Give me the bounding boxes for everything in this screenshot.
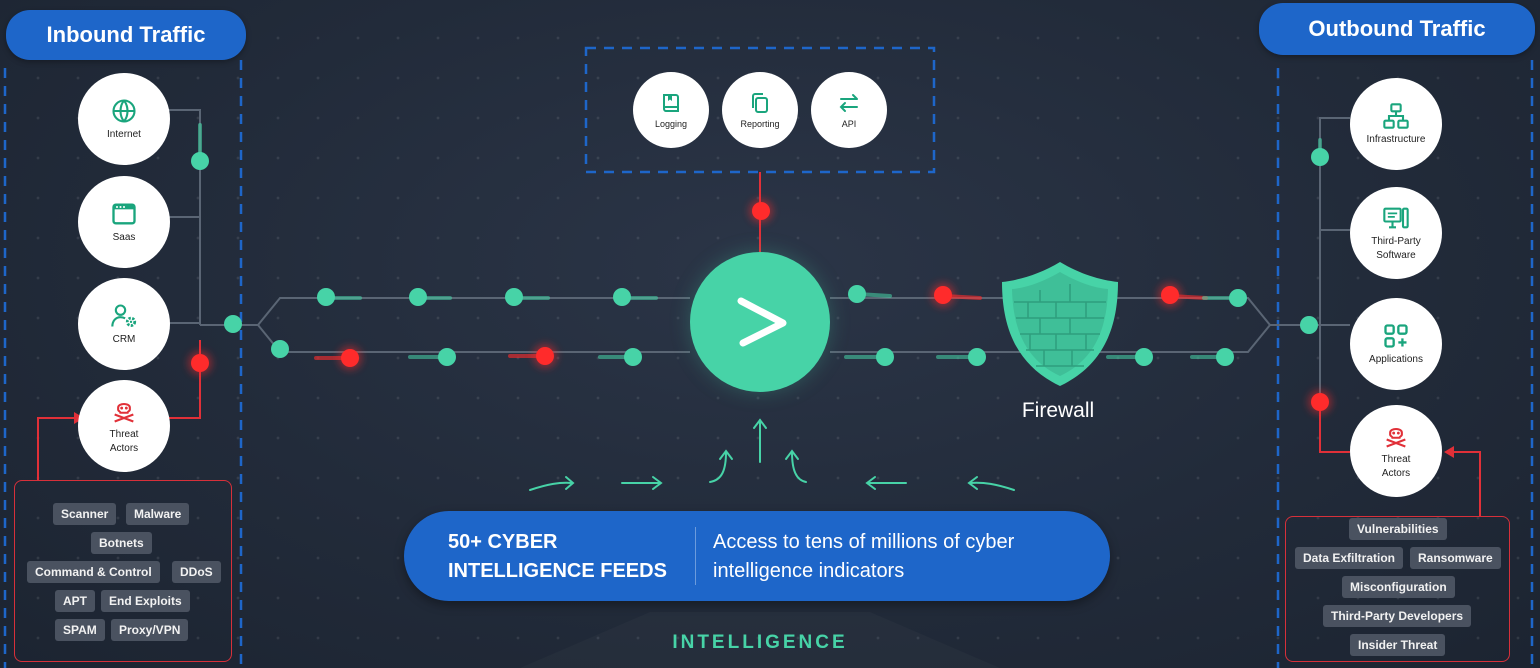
node-label: CRM	[112, 333, 136, 345]
threat-tag: Data Exfiltration	[1295, 547, 1404, 569]
threat-tag: SPAM	[55, 619, 105, 641]
banner-divider	[695, 527, 696, 585]
feeds-count-line: 50+ CYBER	[448, 531, 558, 553]
copy-icon	[752, 92, 768, 113]
node-threat-actors-outbound[interactable]: Threat Actors	[1350, 405, 1442, 497]
inbound-title: Inbound Traffic	[6, 10, 246, 60]
node-label: Applications	[1369, 353, 1423, 365]
browser-window-icon	[112, 203, 136, 224]
tool-label: Reporting	[740, 118, 780, 129]
feeds-count-line: INTELLIGENCE FEEDS	[448, 560, 667, 582]
node-crm[interactable]: CRM	[78, 278, 170, 370]
packet-dot	[224, 315, 242, 333]
tool-label: Logging	[654, 118, 688, 129]
intelligence-feeds-banner: 50+ CYBER INTELLIGENCE FEEDS Access to t…	[404, 511, 1110, 601]
tool-label: API	[841, 118, 857, 129]
tools-frame	[584, 46, 936, 174]
node-label: Actors	[1381, 467, 1411, 479]
threat-tag: DDoS	[172, 561, 221, 583]
packet-dot	[1311, 148, 1329, 166]
swap-arrows-icon	[839, 93, 858, 112]
node-applications[interactable]: Applications	[1350, 298, 1442, 390]
desktop-icon	[1383, 207, 1409, 228]
skull-crossbones-icon	[114, 402, 134, 422]
packet-dot	[191, 152, 209, 170]
threat-dot	[536, 347, 554, 365]
skull-crossbones-icon	[1386, 427, 1406, 447]
threat-dot	[934, 286, 952, 304]
platform-arrow-icon	[737, 297, 787, 347]
node-infrastructure[interactable]: Infrastructure	[1350, 78, 1442, 170]
packet-dot	[438, 348, 456, 366]
node-third-party-software[interactable]: Third-Party Software	[1350, 187, 1442, 279]
node-saas[interactable]: Saas	[78, 176, 170, 268]
node-threat-actors-inbound[interactable]: Threat Actors	[78, 380, 170, 472]
feeds-description-line: Access to tens of millions of cyber	[713, 531, 1015, 553]
packet-dot	[1229, 289, 1247, 307]
packet-dot	[271, 340, 289, 358]
packet-dot	[968, 348, 986, 366]
outbound-threats-box	[1285, 516, 1510, 662]
threat-tag: Ransomware	[1410, 547, 1501, 569]
packet-dot	[848, 285, 866, 303]
threat-tag: Vulnerabilities	[1349, 518, 1447, 540]
threat-dot	[191, 354, 209, 372]
packet-dot	[613, 288, 631, 306]
firewall-label: Firewall	[1021, 399, 1095, 422]
packet-dot	[505, 288, 523, 306]
threat-dot	[1161, 286, 1179, 304]
node-label: Infrastructure	[1366, 133, 1426, 145]
threat-tag: Proxy/VPN	[111, 619, 189, 641]
feeds-count-heading: 50+ CYBER INTELLIGENCE FEEDS	[448, 528, 688, 586]
globe-icon	[112, 98, 136, 123]
intelligence-label: INTELLIGENCE	[672, 632, 848, 653]
node-label: Internet	[107, 128, 141, 140]
packet-dot	[317, 288, 335, 306]
threat-dot	[341, 349, 359, 367]
threat-tag: Scanner	[53, 503, 117, 525]
threat-dot	[1311, 393, 1329, 411]
feeds-description-line: intelligence indicators	[713, 560, 905, 582]
tool-logging[interactable]: Logging	[633, 72, 709, 148]
feeds-description: Access to tens of millions of cyber inte…	[713, 528, 1093, 586]
threat-tag: End Exploits	[101, 590, 190, 612]
threat-tag: Misconfiguration	[1342, 576, 1455, 598]
threat-tag: Botnets	[91, 532, 152, 554]
book-icon	[663, 93, 679, 112]
firewall-shield-icon	[1002, 262, 1118, 386]
packet-dot	[624, 348, 642, 366]
threat-tag: Command & Control	[27, 561, 160, 583]
packet-dot	[1300, 316, 1318, 334]
inbound-threats-box	[14, 480, 232, 662]
threat-dot	[752, 202, 770, 220]
node-label: Actors	[109, 442, 139, 454]
threat-tag: Third-Party Developers	[1323, 605, 1472, 627]
packet-dot	[876, 348, 894, 366]
tool-reporting[interactable]: Reporting	[722, 72, 798, 148]
network-icon	[1383, 102, 1409, 129]
threat-tag: APT	[55, 590, 95, 612]
threat-tag: Insider Threat	[1350, 634, 1446, 656]
packet-dot	[1216, 348, 1234, 366]
outbound-title: Outbound Traffic	[1259, 3, 1535, 55]
packet-dot	[409, 288, 427, 306]
tool-api[interactable]: API	[811, 72, 887, 148]
node-label: Saas	[112, 231, 136, 243]
node-label: Third-Party	[1371, 235, 1421, 247]
apps-grid-icon	[1384, 323, 1408, 348]
user-gear-icon	[111, 303, 137, 327]
node-label: Threat	[1381, 453, 1411, 465]
packet-dot	[1135, 348, 1153, 366]
node-internet[interactable]: Internet	[78, 73, 170, 165]
node-label: Software	[1376, 249, 1416, 261]
central-platform-logo	[690, 252, 830, 392]
node-label: Threat	[109, 428, 139, 440]
threat-tag: Malware	[126, 503, 190, 525]
